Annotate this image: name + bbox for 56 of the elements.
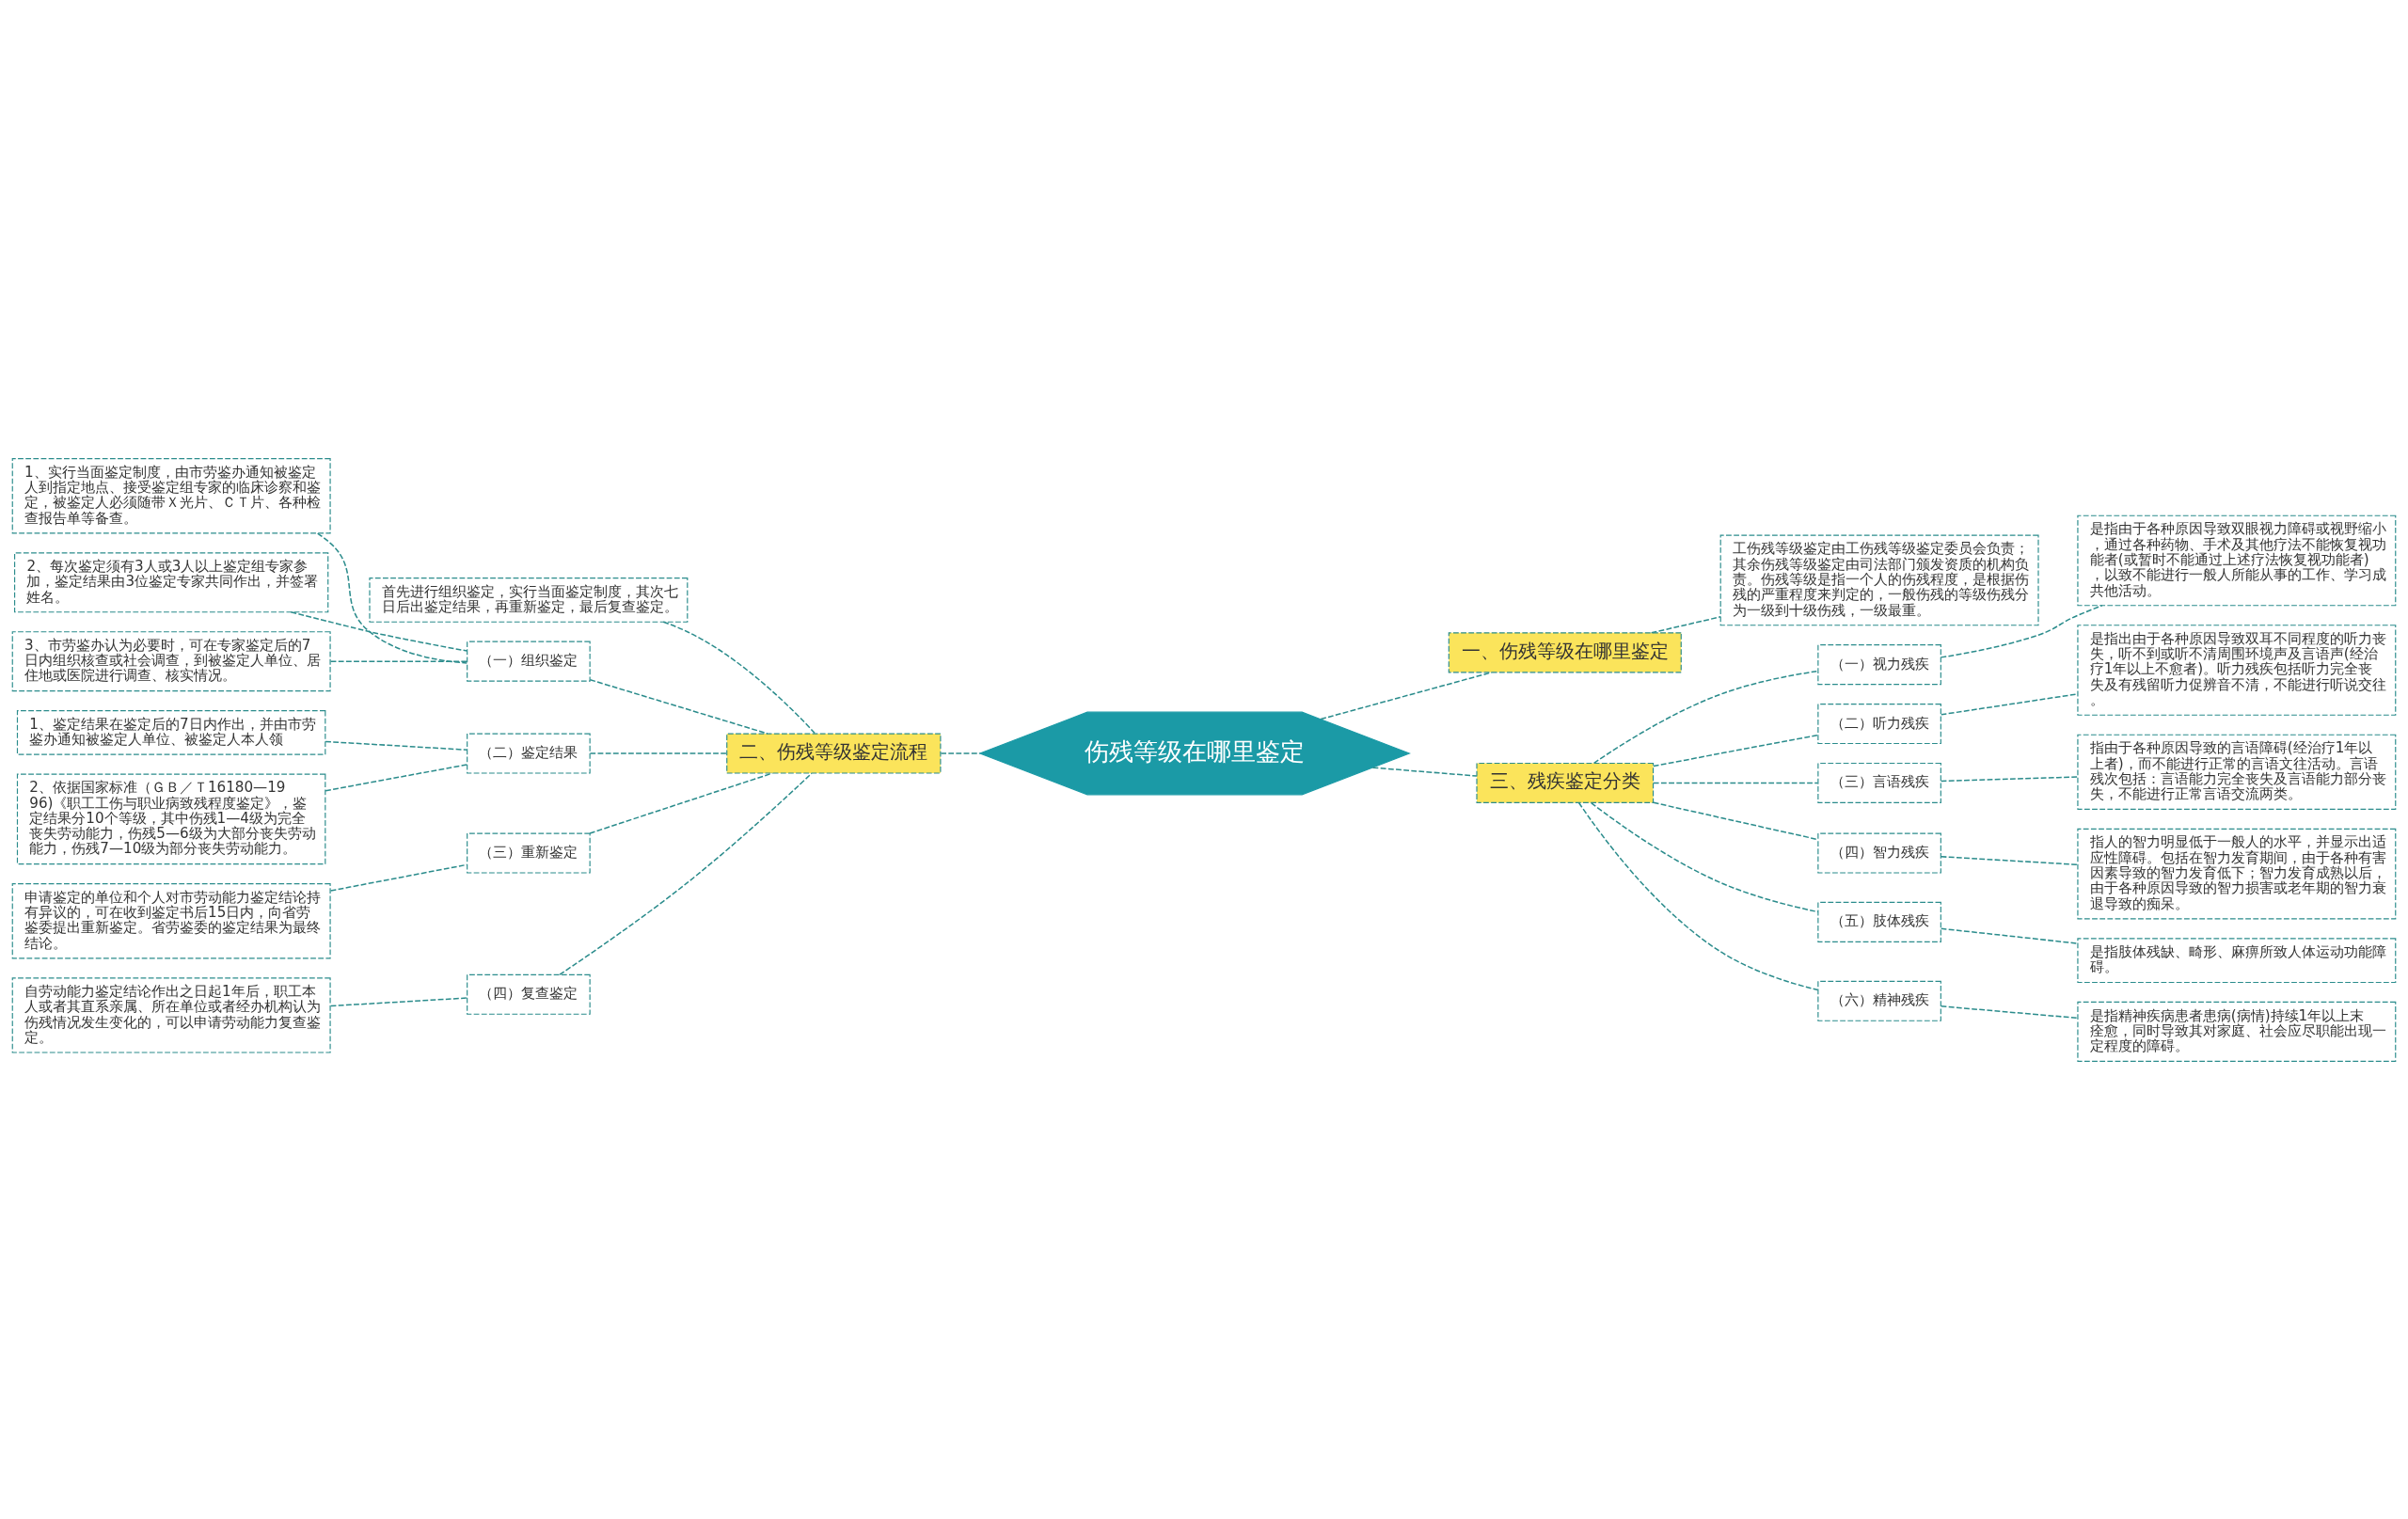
connector	[589, 678, 768, 735]
connector	[589, 752, 728, 754]
node-box: 2、每次鉴定须有3人或3人以上鉴定组专家参加，鉴定结果由3位鉴定专家共同作出，并签署姓名。	[14, 551, 329, 612]
node-box: 是指由于各种原因导致双眼视力障碍或视野缩小，通过各种药物、手术及其他疗法不能恢复视功能者(或暂时不能通过上述疗法恢复视功能者)，以致不能进行一般人所能从事的工作、学习成共他活动。	[2077, 514, 2397, 606]
connector	[1653, 782, 1819, 783]
node-box: （三）重新鉴定	[467, 831, 591, 874]
connector	[1592, 670, 1819, 764]
connector	[1371, 766, 1478, 777]
connector	[1653, 801, 1819, 840]
connector	[589, 771, 773, 834]
node-box: 是指肢体残缺、畸形、麻痹所致人体运动功能障碍。	[2077, 937, 2397, 983]
node-box: （二）鉴定结果	[467, 732, 591, 774]
node-box: 三、残疾鉴定分类	[1476, 762, 1655, 803]
connector	[1940, 1005, 2079, 1019]
connector	[1940, 775, 2079, 782]
node-box: 是指精神疾病患者患病(病情)持续1年以上末痊愈，同时导致其对家庭、社会应尽职能出现一定程度的障碍。	[2077, 1001, 2397, 1062]
node-box: （五）肢体残疾	[1817, 901, 1941, 942]
connector	[940, 752, 981, 754]
node-box: （三）言语残疾	[1817, 762, 1941, 803]
node-box: 一、伤残等级在哪里鉴定	[1448, 631, 1682, 672]
node-box: （四）复查鉴定	[467, 973, 591, 1015]
node-box: 1、鉴定结果在鉴定后的7日内作出，并由市劳鉴办通知被鉴定人单位、被鉴定人本人领	[16, 709, 326, 755]
node-box: 1、实行当面鉴定制度，由市劳鉴办通知被鉴定人到指定地点、接受鉴定组专家的临床诊察和鉴定，被鉴定人必须随带Ｘ光片、ＣＴ片、各种检查报告单等备查。	[11, 457, 331, 533]
node-box: 首先进行组织鉴定，实行当面鉴定制度，其次七日后出鉴定结果，再重新鉴定，最后复查鉴定。	[369, 577, 689, 623]
node-box: 3、市劳鉴办认为必要时，可在专家鉴定后的7日内组织核查或社会调查，到被鉴定人单位、居住地或医院进行调查、核实情况。	[11, 630, 331, 691]
node-box: （一）组织鉴定	[467, 641, 591, 682]
connector	[1940, 855, 2079, 865]
node-box: 指人的智力明显低于一般人的水平，并显示出适应性障碍。包括在智力发育期间，由于各种有害因素导致的智力发育低下；智力发育成熟以后，由于各种原因导致的智力损害或老年期的智力衰退导致的痴呆。	[2077, 828, 2397, 919]
connector	[329, 863, 467, 892]
node-box: 自劳动能力鉴定结论作出之日起1年后，职工本人或者其直系亲属、所在单位或者经办机构认为伤残情况发生变化的，可以申请劳动能力复查鉴定。	[11, 976, 331, 1053]
node-box: （四）智力残疾	[1817, 831, 1941, 874]
connector	[1320, 671, 1493, 720]
connector	[559, 772, 813, 975]
connector	[290, 610, 468, 652]
connector	[1591, 801, 1819, 912]
connector	[662, 621, 816, 735]
node-box: 二、伤残等级鉴定流程	[726, 732, 942, 774]
node-box: 申请鉴定的单位和个人对市劳动能力鉴定结论持有异议的，可在收到鉴定书后15日内，向省劳鉴委提出重新鉴定。省劳鉴委的鉴定结果为最终结论。	[11, 882, 331, 958]
node-box: （六）精神残疾	[1817, 980, 1941, 1021]
connector	[1650, 615, 1721, 634]
connector	[1940, 927, 2079, 944]
connector	[1653, 734, 1819, 767]
node-box: （一）视力残疾	[1817, 643, 1941, 685]
connector	[1577, 801, 1819, 990]
connector	[316, 531, 468, 664]
node-box: 是指出由于各种原因导致双耳不同程度的听力丧失，听不到或听不清周围环境声及言语声(经治疗1年以上不愈者)。听力残疾包括听力完全丧失及有残留听力促辨音不清，不能进行听说交往。	[2077, 624, 2397, 716]
connector	[1940, 604, 2103, 658]
connector	[1940, 692, 2079, 716]
node-box: 指由于各种原因导致的言语障碍(经治疗1年以上者)，而不能进行正常的言语文往活动。言语残次包括：言语能力完全丧失及言语能力部分丧失，不能进行正常言语交流两类。	[2077, 734, 2397, 810]
node-box: 工伤残等级鉴定由工伤残等级鉴定委员会负责；其余伤残等级鉴定由司法部门颁发资质的机构负责。伤残等级是指一个人的伤残程度，是根据伤残的严重程度来判定的，一般伤残的等级伤残分为一级到十级伤残，一级最重。	[1719, 534, 2039, 625]
connector	[329, 996, 467, 1006]
node-box: （二）听力残疾	[1817, 703, 1941, 744]
connector	[325, 763, 468, 791]
connector	[325, 740, 468, 751]
node-box: 2、依据国家标准（ＧＢ／Ｔ16180—1996)《职工工伤与职业病致残程度鉴定》，鉴定结果分10个等级，其中伤残1—4级为完全丧失劳动能力，伤残5—6级为大部分丧失劳动能力，伤残7—10级为部分丧失劳动能力。	[16, 773, 326, 864]
connector	[329, 659, 467, 662]
